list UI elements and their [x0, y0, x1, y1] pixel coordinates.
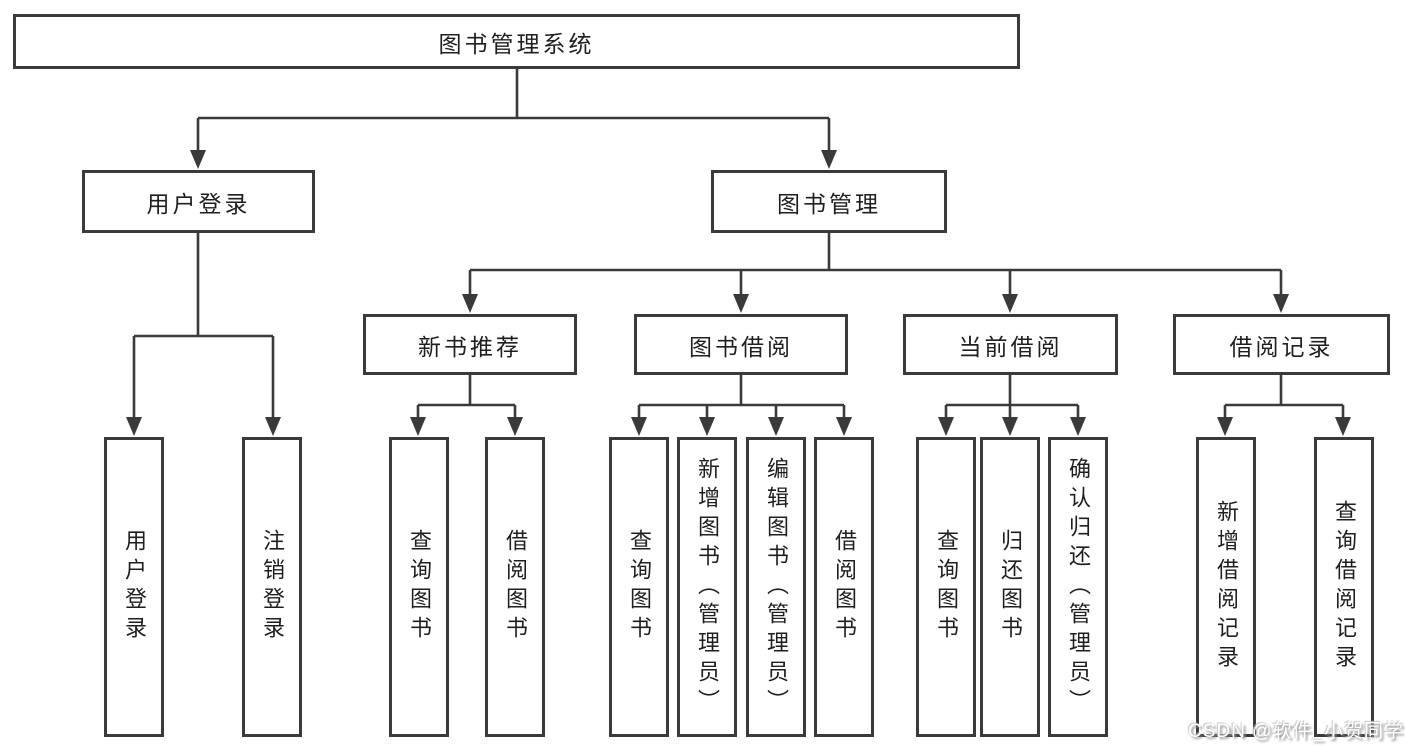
csdn-watermark: CSDN @软件_小贺同学: [1188, 721, 1404, 742]
node-label: 当前借阅: [958, 333, 1063, 360]
connector-root-to-level2: [190, 69, 837, 169]
leaf-label: 查询图书: [407, 529, 432, 645]
leaf-add-books-admin: 新增图书（管理员）: [677, 437, 737, 737]
leaf-label: 归还图书: [998, 529, 1023, 645]
node-label: 借阅记录: [1229, 333, 1334, 360]
node-book-borrowing: 图书借阅: [634, 314, 848, 375]
leaf-add-borrow-record: 新增借阅记录: [1196, 437, 1256, 737]
leaf-borrow-books: 借阅图书: [485, 437, 545, 737]
leaf-query-books: 查询图书: [916, 437, 976, 737]
connector-new-book-split: [410, 375, 523, 436]
leaf-query-books: 查询图书: [389, 437, 449, 737]
node-label: 用户登录: [146, 190, 251, 217]
node-borrowing-records: 借阅记录: [1173, 314, 1390, 375]
connector-borrow-record-split: [1217, 375, 1351, 436]
leaf-edit-books-admin: 编辑图书（管理员）: [746, 437, 806, 737]
leaf-user-login: 用户登录: [104, 437, 164, 737]
leaf-borrow-books: 借阅图书: [814, 437, 874, 737]
node-label: 图书借阅: [689, 333, 793, 360]
connector-current-borrow-split: [938, 375, 1086, 436]
leaf-label: 借阅图书: [503, 529, 528, 645]
leaf-label: 确认归还（管理员）: [1066, 456, 1091, 718]
leaf-label: 借阅图书: [832, 529, 857, 645]
leaf-query-borrow-record: 查询借阅记录: [1314, 437, 1374, 737]
node-user-login: 用户登录: [82, 170, 315, 233]
leaf-label: 新增图书（管理员）: [695, 456, 720, 718]
leaf-query-books: 查询图书: [609, 437, 669, 737]
leaf-label: 查询图书: [627, 529, 652, 645]
connector-book-borrow-split: [631, 375, 852, 436]
leaf-label: 注销登录: [260, 529, 285, 645]
node-library-management-system: 图书管理系统: [13, 14, 1020, 69]
leaf-label: 编辑图书（管理员）: [764, 456, 789, 718]
leaf-label: 查询借阅记录: [1332, 500, 1357, 674]
connector-book-mgmt-split: [462, 233, 1289, 313]
leaf-label: 查询图书: [934, 529, 959, 645]
leaf-logout: 注销登录: [242, 437, 302, 737]
connector-user-login-split: [126, 233, 281, 436]
node-label: 新书推荐: [418, 333, 522, 360]
leaf-label: 用户登录: [122, 529, 147, 645]
node-label: 图书管理系统: [438, 30, 595, 57]
node-new-book-recommend: 新书推荐: [363, 314, 577, 375]
leaf-return-books: 归还图书: [980, 437, 1040, 737]
leaf-confirm-return-admin: 确认归还（管理员）: [1048, 437, 1108, 737]
leaf-label: 新增借阅记录: [1214, 500, 1239, 674]
node-current-borrowing: 当前借阅: [903, 314, 1118, 375]
node-label: 图书管理: [777, 190, 881, 217]
node-book-management: 图书管理: [711, 170, 947, 233]
